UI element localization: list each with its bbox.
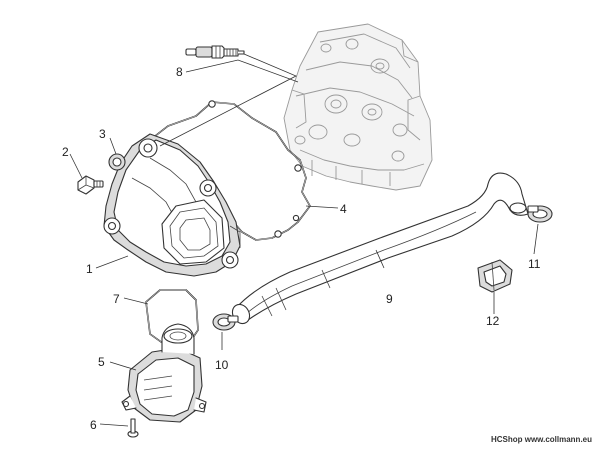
- callout-1: 1: [86, 262, 93, 276]
- hose-clip: [477, 259, 513, 293]
- hex-screw: [77, 175, 104, 195]
- leader-lines: [69, 53, 539, 427]
- hose-clamp-upper: [527, 205, 553, 223]
- callout-5: 5: [98, 355, 105, 369]
- callout-3: 3: [99, 127, 106, 141]
- callout-12: 12: [486, 314, 500, 328]
- callout-6: 6: [90, 418, 97, 432]
- hose-clamp-lower: [212, 313, 239, 331]
- callout-9: 9: [386, 292, 393, 306]
- callout-labels: 1 2 3 4 5 6 7 8 9 10 11 12: [62, 65, 541, 432]
- callout-7: 7: [113, 292, 120, 306]
- breather-housing: [121, 323, 207, 423]
- callout-4: 4: [340, 202, 347, 216]
- valve-cover: [103, 133, 241, 277]
- small-screw: [127, 418, 139, 438]
- cylinder-head: [283, 23, 433, 191]
- callout-2: 2: [62, 145, 69, 159]
- callout-10: 10: [215, 358, 229, 372]
- callout-11: 11: [528, 257, 541, 271]
- callout-8: 8: [176, 65, 183, 79]
- shop-watermark: HCShop www.collmann.eu: [490, 435, 592, 444]
- spark-plug: [185, 45, 245, 59]
- sealing-washer: [108, 153, 126, 171]
- filter-housing-gasket: [145, 289, 199, 345]
- breather-hose: [231, 172, 529, 325]
